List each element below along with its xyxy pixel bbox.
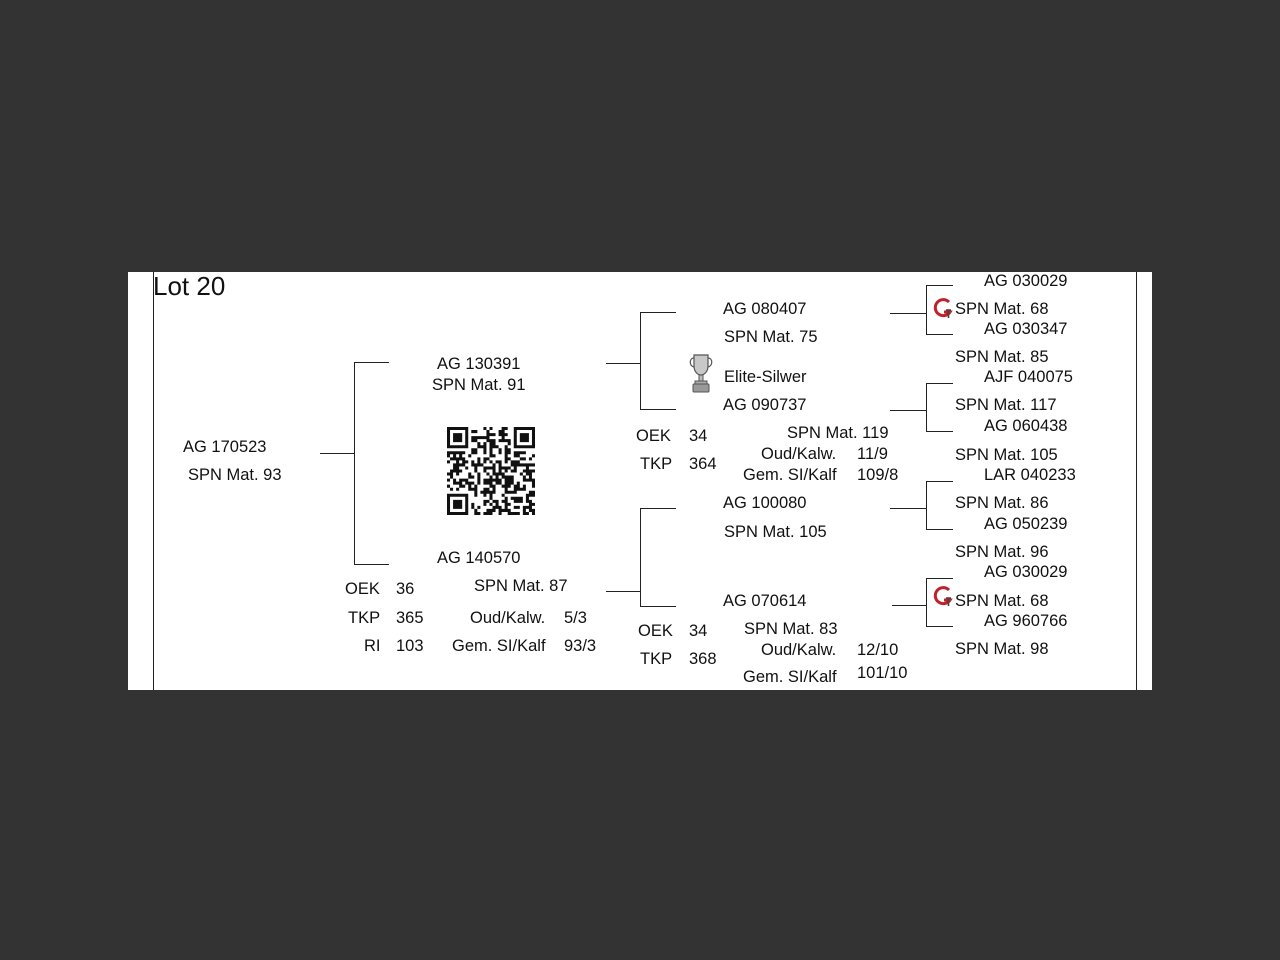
sire-dam-oek-value: 34 (689, 427, 708, 445)
connector (926, 529, 953, 530)
sire-dam-tkp-label: TKP (640, 455, 673, 473)
dam-dam-tkp-label: TKP (640, 650, 673, 668)
pedigree-sheet: Lot 20 AG 170523 SPN Mat. 93 AG 130391 S… (128, 272, 1152, 690)
connector (354, 362, 355, 565)
gen3-4-id: AG 060438 (984, 417, 1068, 435)
dam-gem-value: 93/3 (564, 637, 597, 655)
connector (640, 409, 676, 410)
sire-sire-spn: SPN Mat. 75 (724, 328, 818, 346)
sire-dam-spn: SPN Mat. 119 (787, 424, 889, 442)
dam-ri-label: RI (364, 637, 381, 655)
gen3-8-id: AG 960766 (984, 612, 1068, 630)
breeder-logo-icon (933, 586, 953, 606)
dam-dam-spn: SPN Mat. 83 (744, 620, 838, 638)
connector (890, 410, 927, 411)
dam-dam-gem-label: Gem. SI/Kalf (743, 668, 837, 686)
gen3-1-spn: SPN Mat. 68 (955, 300, 1049, 318)
right-border (1136, 272, 1137, 690)
gen3-3-spn: SPN Mat. 117 (955, 396, 1057, 414)
connector (320, 453, 355, 454)
connector (892, 605, 927, 606)
connector (926, 578, 953, 579)
connector (926, 334, 953, 335)
gen3-2-id: AG 030347 (984, 320, 1068, 338)
connector (926, 578, 927, 627)
connector (606, 363, 641, 364)
connector (890, 508, 927, 509)
connector (354, 362, 389, 363)
connector (926, 431, 953, 432)
animal-spn: SPN Mat. 93 (188, 466, 282, 484)
sire-sire-id: AG 080407 (723, 300, 807, 318)
connector (926, 481, 953, 482)
sire-dam-tkp-value: 364 (689, 455, 717, 473)
connector (354, 564, 389, 565)
qr-code-icon (447, 427, 535, 515)
dam-dam-gem-value: 101/10 (857, 664, 908, 682)
connector (640, 508, 676, 509)
dam-oud-value: 5/3 (564, 609, 587, 627)
sire-dam-oud-value: 11/9 (857, 445, 888, 463)
dam-tkp-label: TKP (348, 609, 381, 627)
connector (926, 383, 927, 432)
dam-dam-oud-label: Oud/Kalw. (761, 641, 837, 659)
dam-oek-label: OEK (345, 580, 380, 598)
dam-dam-oek-value: 34 (689, 622, 708, 640)
gen3-7-spn: SPN Mat. 68 (955, 592, 1049, 610)
gen3-3-id: AJF 040075 (984, 368, 1073, 386)
connector (640, 312, 641, 410)
connector (926, 481, 927, 530)
connector (606, 591, 641, 592)
gen3-7-id: AG 030029 (984, 563, 1068, 581)
breeder-logo-icon (933, 298, 953, 318)
left-border (153, 272, 154, 690)
sire-dam-gem-value: 109/8 (857, 466, 899, 484)
connector (926, 285, 953, 286)
dam-sire-spn: SPN Mat. 105 (724, 523, 827, 541)
trophy-icon (689, 354, 713, 393)
dam-dam-tkp-value: 368 (689, 650, 717, 668)
lot-title: Lot 20 (153, 272, 226, 301)
gen3-4-spn: SPN Mat. 105 (955, 446, 1058, 464)
dam-tkp-value: 365 (396, 609, 424, 627)
gen3-8-spn: SPN Mat. 98 (955, 640, 1049, 658)
connector (926, 383, 953, 384)
sire-spn: SPN Mat. 91 (432, 376, 526, 394)
animal-id: AG 170523 (183, 438, 267, 456)
dam-spn: SPN Mat. 87 (474, 577, 568, 595)
connector (926, 626, 953, 627)
connector (890, 313, 927, 314)
connector (926, 285, 927, 334)
connector (640, 508, 641, 607)
dam-dam-oud-value: 12/10 (857, 641, 899, 659)
dam-gem-label: Gem. SI/Kalf (452, 637, 546, 655)
dam-oud-label: Oud/Kalw. (470, 609, 546, 627)
gen3-5-spn: SPN Mat. 86 (955, 494, 1049, 512)
dam-sire-id: AG 100080 (723, 494, 807, 512)
sire-dam-oud-label: Oud/Kalw. (761, 445, 837, 463)
dam-ri-value: 103 (396, 637, 424, 655)
connector (640, 606, 676, 607)
gen3-5-id: LAR 040233 (984, 466, 1076, 484)
dam-id: AG 140570 (437, 549, 521, 567)
gen3-1-id: AG 030029 (984, 272, 1068, 290)
dam-dam-id: AG 070614 (723, 592, 807, 610)
gen3-6-spn: SPN Mat. 96 (955, 543, 1049, 561)
dam-oek-value: 36 (396, 580, 415, 598)
sire-id: AG 130391 (437, 355, 521, 373)
connector (640, 312, 676, 313)
dam-dam-oek-label: OEK (638, 622, 673, 640)
sire-dam-oek-label: OEK (636, 427, 671, 445)
sire-dam-award: Elite-Silwer (724, 368, 807, 386)
gen3-2-spn: SPN Mat. 85 (955, 348, 1049, 366)
sire-dam-gem-label: Gem. SI/Kalf (743, 466, 837, 484)
sire-dam-id: AG 090737 (723, 396, 807, 414)
gen3-6-id: AG 050239 (984, 515, 1068, 533)
